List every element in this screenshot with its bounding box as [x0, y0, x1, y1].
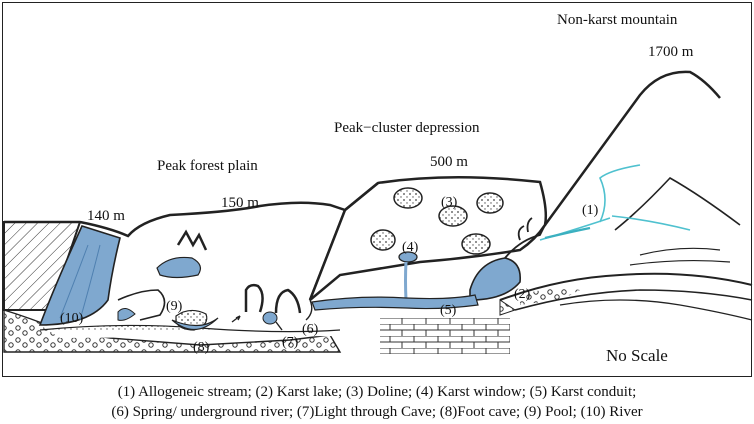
river-10	[38, 225, 121, 326]
diagram-frame	[2, 2, 752, 377]
marker-10: (10)	[60, 311, 84, 326]
label-non-karst-mountain: Non-karst mountain	[557, 12, 678, 28]
peak-forest-features	[117, 229, 313, 331]
label-1700m: 1700 m	[648, 44, 694, 60]
marker-8: (8)	[193, 340, 210, 355]
no-scale-note: No Scale	[606, 346, 668, 365]
marker-4: (4)	[402, 240, 419, 255]
marker-9: (9)	[166, 299, 183, 314]
caption-line-2: (6) Spring/ underground river; (7)Light …	[111, 404, 643, 420]
diagram-canvas: Non-karst mountain 1700 m Peak−cluster d…	[3, 12, 753, 365]
allogeneic-stream-1	[539, 164, 691, 241]
marker-2: (2)	[514, 287, 531, 302]
marker-7: (7)	[282, 335, 299, 350]
label-500m: 500 m	[430, 154, 468, 170]
limestone-bricks	[380, 318, 510, 354]
marker-6: (6)	[302, 322, 319, 337]
dolines-3	[370, 187, 504, 255]
marker-3: (3)	[441, 195, 458, 210]
right-hill	[614, 176, 741, 266]
label-peak-cluster: Peak−cluster depression	[334, 120, 480, 136]
karst-conduit-5	[311, 294, 479, 311]
marker-1: (1)	[582, 203, 599, 218]
non-karst-mountain	[543, 70, 721, 226]
label-peak-forest: Peak forest plain	[157, 158, 258, 174]
karst-window-4	[398, 251, 418, 301]
label-150m: 150 m	[221, 195, 259, 211]
caption-line-1: (1) Allogeneic stream; (2) Karst lake; (…	[117, 384, 637, 400]
karst-lake-2	[469, 217, 546, 301]
label-140m: 140 m	[87, 208, 125, 224]
plain-surface	[79, 201, 347, 301]
diagram-labels: Non-karst mountain 1700 m Peak−cluster d…	[60, 12, 694, 365]
right-strata	[499, 272, 753, 321]
marker-5: (5)	[440, 303, 457, 318]
